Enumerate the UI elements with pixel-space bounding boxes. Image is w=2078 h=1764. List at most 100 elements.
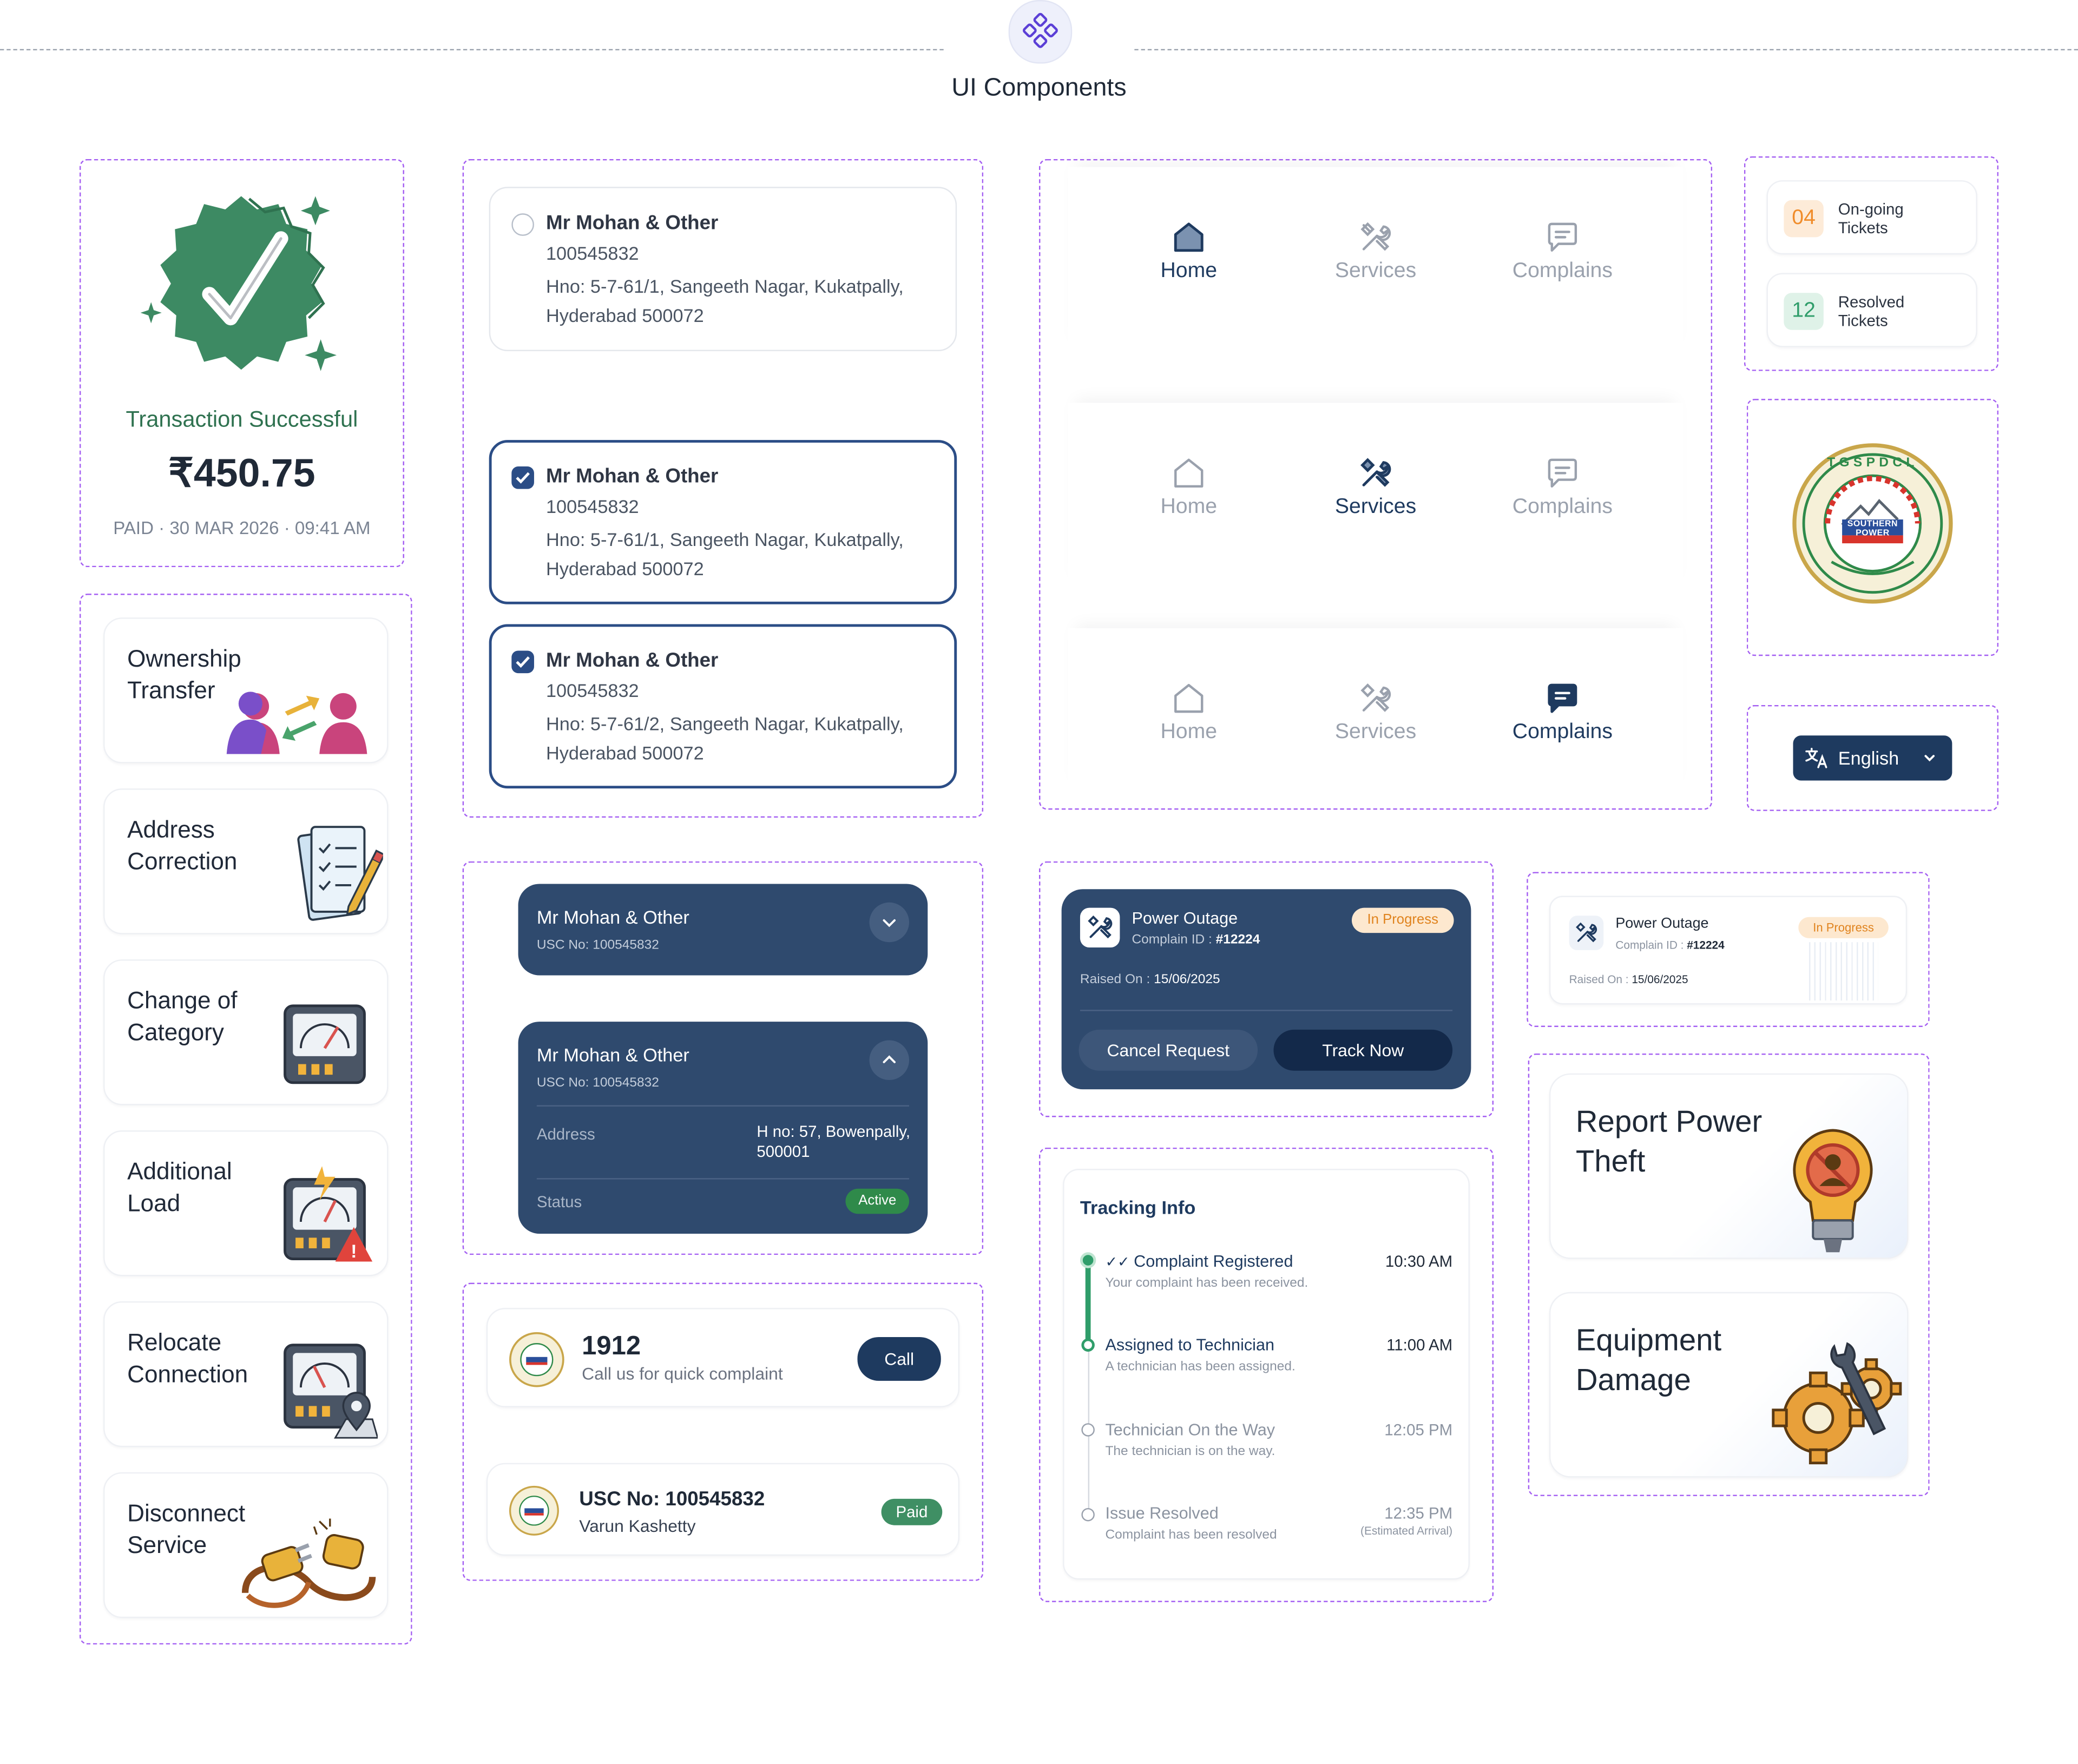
tickets-resolved-card[interactable]: 12 Resolved Tickets [1766,273,1977,347]
tickets-section [1744,156,1999,371]
nav-services[interactable]: Services [1296,220,1455,284]
report-label: Equipment Damage [1575,1322,1722,1397]
usc-card[interactable]: USC No: 100545832 Varun Kashetty Paid [486,1463,960,1556]
chat-icon [1548,683,1577,713]
language-selector[interactable]: English [1793,735,1952,781]
step-time: 10:30 AM [1385,1252,1453,1271]
meter-icon [284,1004,366,1084]
step-time: 11:00 AM [1386,1335,1453,1354]
step-dot-current [1081,1338,1095,1352]
nav-label: Home [1160,260,1218,282]
service-card-relocate-connection[interactable]: Relocate Connection [103,1301,389,1447]
radio-unchecked-icon[interactable] [511,213,534,236]
header-divider-left [0,49,944,51]
report-label: Report Power Theft [1575,1104,1763,1179]
language-label: English [1838,747,1899,769]
address-value: H no: 57, Bowenpally, 500001 [757,1122,911,1161]
connection-address: Hno: 5-7-61/1, Sangeeth Nagar, Kukatpall… [545,529,904,580]
tools-icon [1360,222,1391,251]
nav-home[interactable]: Home [1109,456,1268,519]
bottom-nav-home-active: Home Services Complains [1068,167,1684,359]
connection-card-selected[interactable]: Mr Mohan & Other 100545832 Hno: 5-7-61/2… [489,624,957,789]
accordion-section [462,861,984,1255]
raised-value: 15/06/2025 [1632,972,1688,986]
meter-location-icon [284,1344,378,1439]
raised-value: 15/06/2025 [1154,972,1220,988]
accordion-toggle[interactable] [869,902,910,943]
track-now-button[interactable]: Track Now [1273,1029,1453,1071]
step-subtitle: The technician is on the way. [1105,1444,1275,1459]
home-icon [1174,458,1204,488]
complaint-icon-box [1569,916,1604,950]
accordion-divider [536,1178,910,1180]
step-dot-pending [1081,1423,1095,1437]
service-label: Disconnect Service [127,1500,246,1559]
nav-services[interactable]: Services [1296,456,1455,519]
raised-on: Raised On : 15/06/2025 [1569,973,1688,986]
report-section [1528,1053,1930,1496]
call-button[interactable]: Call [857,1337,941,1381]
service-card-additional-load[interactable]: Additional Load ! [103,1130,389,1276]
nav-complains[interactable]: Complains [1483,681,1642,745]
service-card-change-of-category[interactable]: Change of Category [103,959,389,1105]
logo-ring-text: TGSPDCL [1827,456,1918,471]
nav-complains[interactable]: Complains [1483,456,1642,519]
complaint-light-section [1527,872,1930,1027]
tickets-label: On-going Tickets [1838,200,1904,238]
complaint-card-dark[interactable]: Power Outage Complain ID : #12224 In Pro… [1061,889,1471,1090]
complaint-id: Complain ID : #12224 [1132,933,1260,947]
home-icon [1174,683,1204,713]
service-card-disconnect-service[interactable]: Disconnect Service [103,1472,389,1618]
complaint-icon-box [1080,907,1120,948]
nav-label: Complains [1512,721,1613,743]
connection-card-unselected[interactable]: Mr Mohan & Other 100545832 Hno: 5-7-61/1… [489,187,957,351]
plug-icon [241,1518,376,1608]
step-time: 12:35 PM [1384,1504,1453,1523]
nav-complains[interactable]: Complains [1483,220,1642,284]
connection-number: 100545832 [545,680,639,701]
home-icon [1174,222,1204,252]
connection-select-section [462,159,984,818]
complaint-dark-section [1039,861,1494,1117]
complaint-card-light[interactable]: Power Outage Complain ID : #12224 In Pro… [1549,896,1908,1005]
cancel-request-button[interactable]: Cancel Request [1079,1029,1258,1071]
connection-address: Hno: 5-7-61/1, Sangeeth Nagar, Kukatpall… [545,275,904,326]
step-title: Assigned to Technician [1105,1335,1275,1354]
helpline-subtitle: Call us for quick complaint [582,1364,783,1384]
complaint-id: Complain ID : #12224 [1615,938,1724,951]
step-subtitle: A technician has been assigned. [1105,1359,1296,1374]
tracking-card [1063,1169,1470,1580]
accordion-collapsed[interactable]: Mr Mohan & Other USC No: 100545832 [518,884,928,976]
ownership-transfer-icon [226,692,367,754]
connection-name: Mr Mohan & Other [545,465,719,488]
service-card-address-correction[interactable]: Address Correction [103,788,389,934]
nav-label: Complains [1512,260,1613,282]
service-label: Address Correction [127,816,238,875]
nav-label: Services [1334,495,1417,518]
connection-card-selected[interactable]: Mr Mohan & Other 100545832 Hno: 5-7-61/1… [489,440,957,604]
nav-services[interactable]: Services [1296,681,1455,745]
raised-label: Raised On : [1569,972,1632,986]
chevron-down-icon [1924,755,1935,762]
accordion-toggle[interactable] [869,1040,910,1080]
tickets-ongoing-card[interactable]: 04 On-going Tickets [1766,180,1977,255]
checkbox-checked-icon[interactable] [511,466,534,489]
complaint-id-value: #12224 [1687,938,1725,952]
accordion-expanded[interactable]: Mr Mohan & Other USC No: 100545832 Addre… [518,1022,928,1234]
checkbox-checked-icon[interactable] [511,650,534,674]
equipment-damage-card[interactable]: Equipment Damage [1549,1292,1909,1478]
gears-wrench-icon [1772,1342,1902,1465]
bottom-nav-services-active: Home Services Complains [1068,403,1684,595]
step-subtitle: Your complaint has been received. [1105,1276,1308,1291]
service-card-ownership-transfer[interactable]: Ownership Transfer [103,617,389,763]
report-power-theft-card[interactable]: Report Power Theft [1549,1073,1909,1259]
complaint-id-label: Complain ID : [1615,938,1687,952]
chevron-down-icon [883,919,896,927]
address-correction-icon [297,826,383,921]
nav-home[interactable]: Home [1109,681,1268,745]
raised-label: Raised On : [1080,972,1154,988]
usc-name: Varun Kashetty [579,1516,696,1536]
connection-number: 100545832 [545,242,639,264]
nav-home[interactable]: Home [1109,220,1268,284]
nav-label: Services [1334,260,1417,282]
